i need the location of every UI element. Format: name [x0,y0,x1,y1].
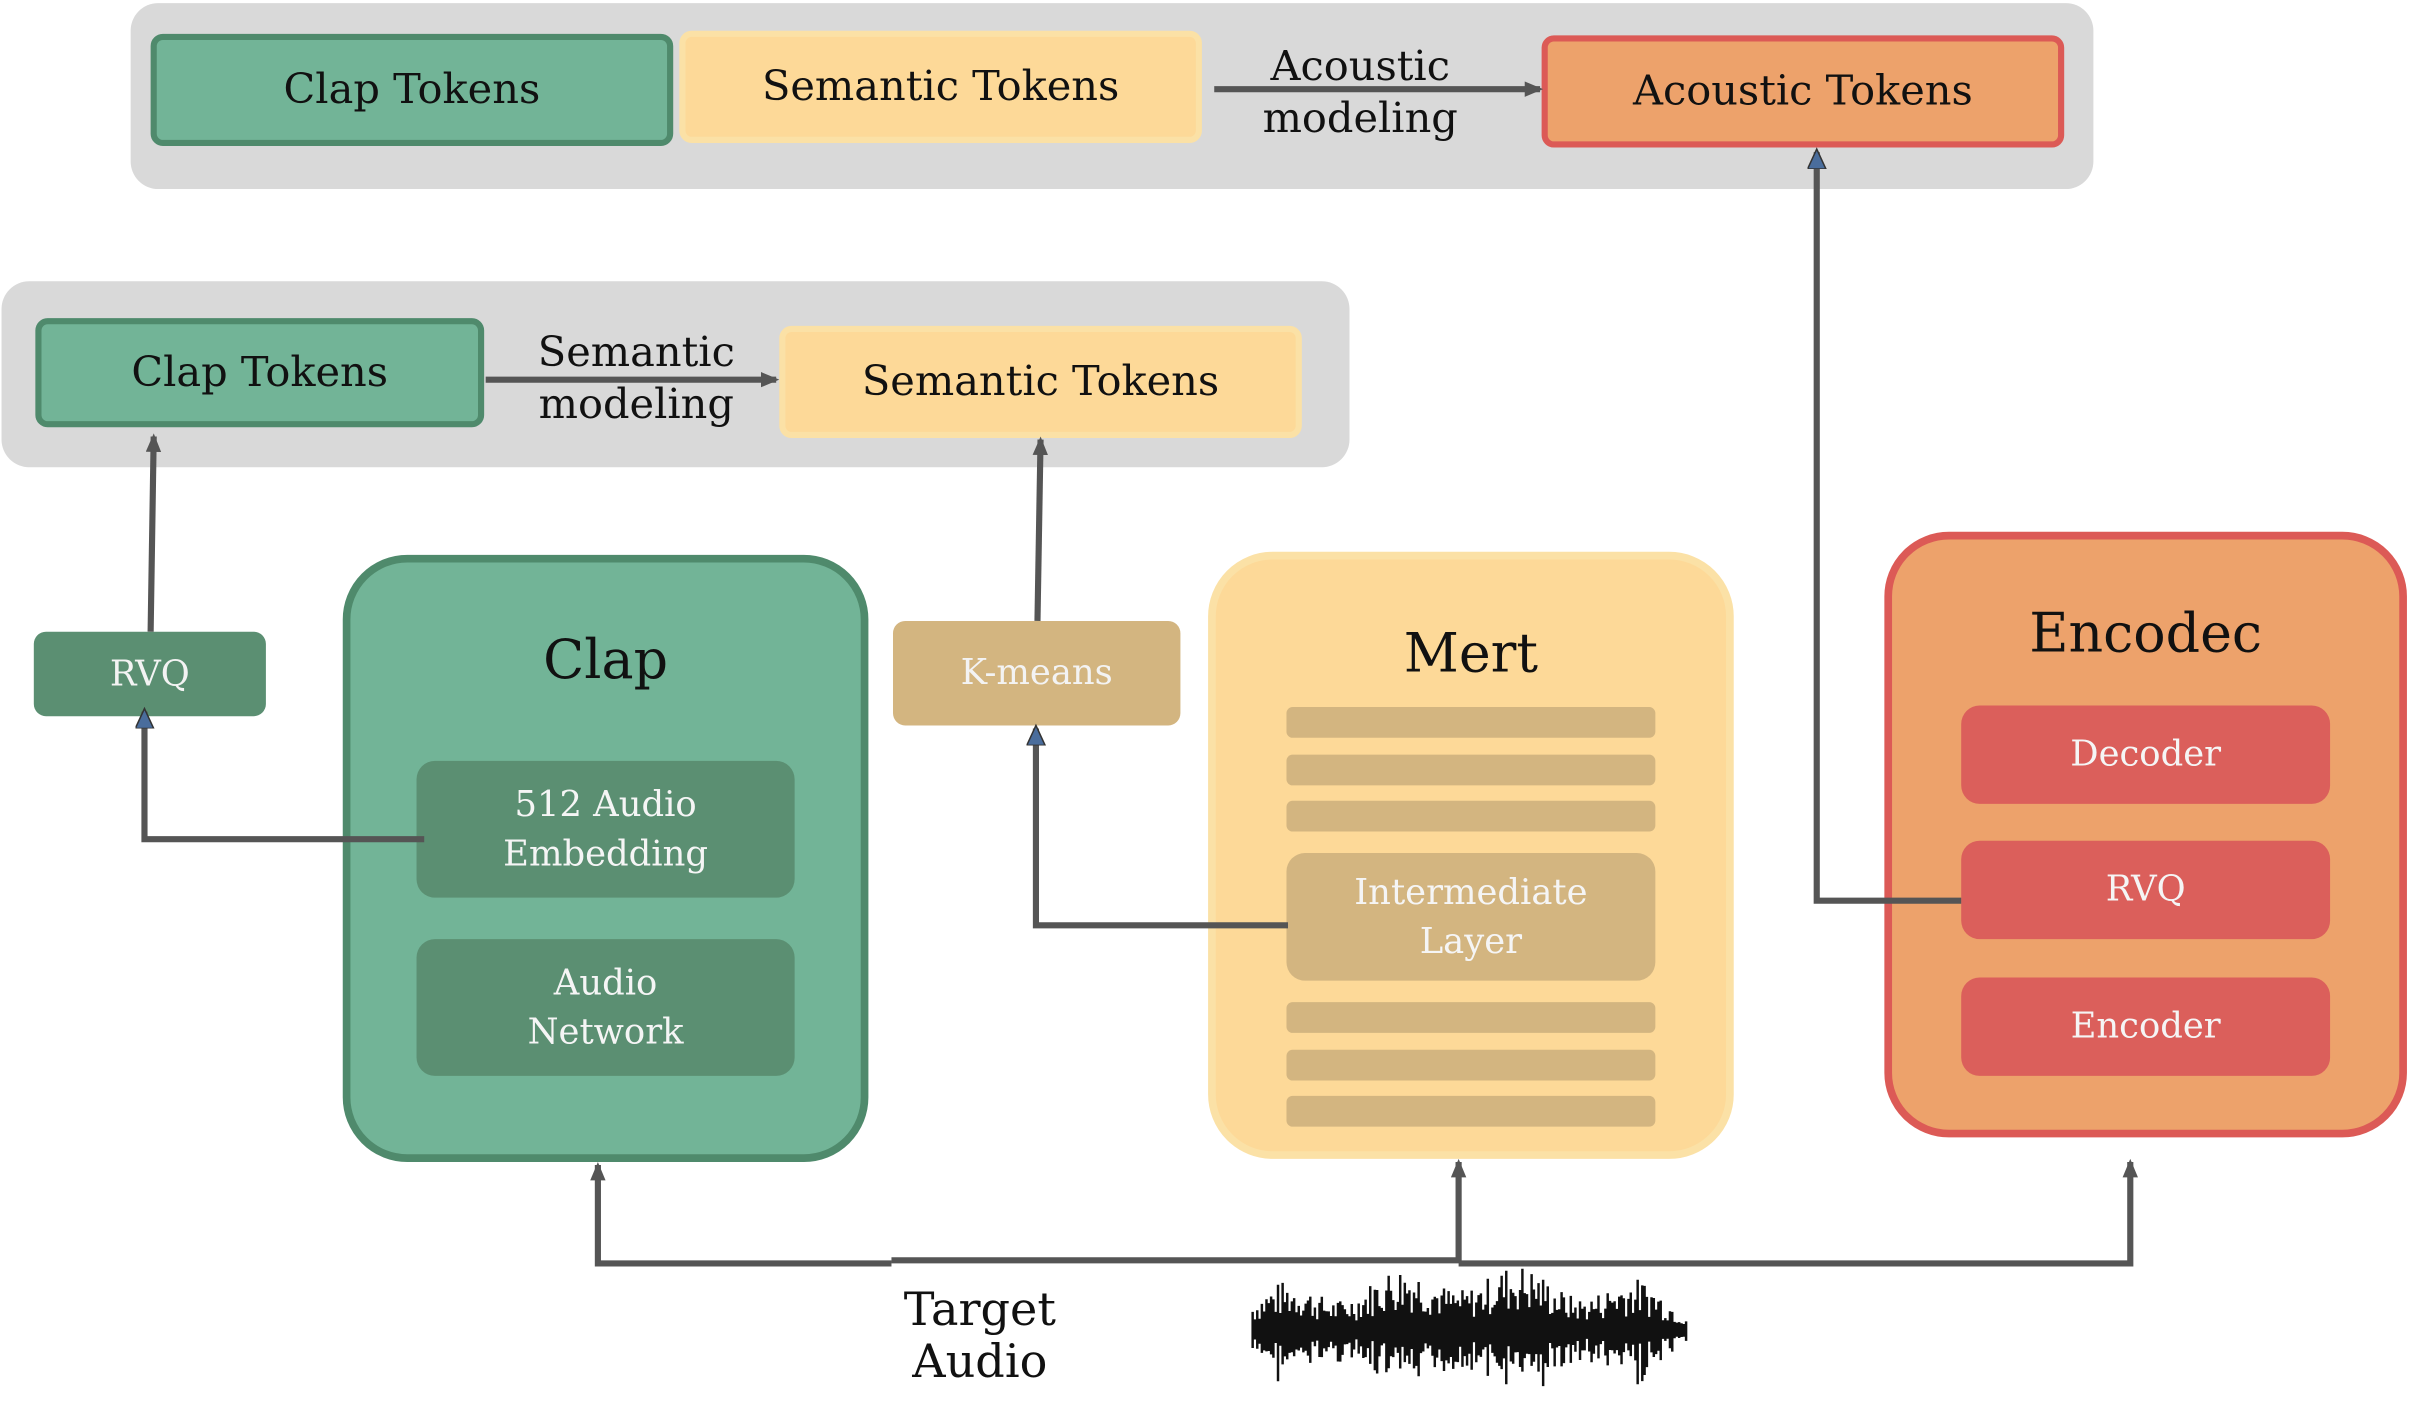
waveform-trace [1251,1268,1688,1387]
mert-title: Mert [1403,624,1539,686]
audio-to-encodec-arrow [1458,1158,2138,1267]
rvq-to-clap-tokens-arrow [145,433,162,632]
mid-clap-tokens: Clap Tokens [35,318,485,428]
encodec-rvq-to-acoustic-tokens-arrow [1817,152,1962,904]
intermediate-layer-box: Intermediate Layer [1286,853,1656,981]
rvq-left-box: RVQ [33,631,266,717]
encodec-rvq-box: RVQ [1961,840,2331,940]
audio-to-mert-arrow [891,1158,1467,1264]
semantic-modeling-label: Semantic modeling [537,328,735,429]
intermediate-to-kmeans-arrow [1036,729,1289,929]
audio-network-box: Audio Network [416,939,795,1076]
clap-title: Clap [543,630,669,692]
acoustic-tokens: Acoustic Tokens [1541,35,2065,148]
encodec-title: Encodec [2029,604,2263,666]
acoustic-modeling-label: Acoustic modeling [1262,43,1458,143]
top-clap-tokens: Clap Tokens [150,33,674,147]
decoder-box: Decoder [1961,705,2331,804]
mert-layer-bar [1286,1095,1656,1127]
mert-layer-bar [1286,707,1656,738]
kmeans-to-semantic-tokens-arrow [1032,436,1048,622]
encoder-box: Encoder [1961,977,2331,1076]
mert-layer-bar [1286,754,1656,786]
mert-layer-bar [1286,1049,1656,1081]
kmeans-box: K-means [892,620,1181,726]
audio-waveform [1251,1268,1688,1387]
audio-to-clap-arrow [590,1161,892,1267]
mert-layer-bar [1286,800,1656,832]
mid-semantic-tokens: Semantic Tokens [779,325,1302,439]
mert-layer-bar [1286,1002,1656,1033]
top-semantic-tokens: Semantic Tokens [679,30,1202,143]
embedding-to-rvq-arrow [144,712,425,843]
audio-embedding-box: 512 Audio Embedding [416,760,795,898]
